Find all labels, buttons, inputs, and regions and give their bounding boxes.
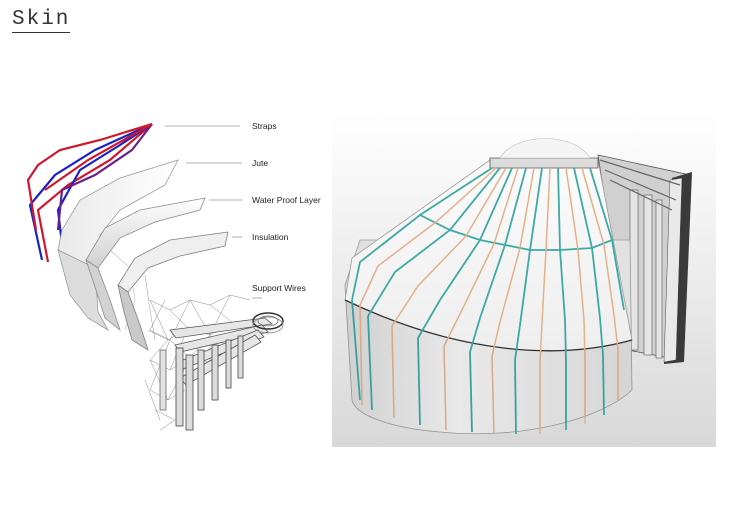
page-title: Skin — [12, 8, 71, 33]
insulation-layer — [117, 231, 229, 351]
peach-straps — [359, 167, 619, 435]
yurt-crown — [489, 138, 599, 169]
label-jute: Jute — [252, 158, 269, 168]
label-insulation: Insulation — [252, 232, 289, 242]
teal-straps — [351, 167, 625, 435]
label-straps: Straps — [252, 121, 277, 131]
rendered-yurt-view — [332, 112, 716, 447]
exploded-layers-diagram — [26, 122, 284, 431]
label-support-wires: Support Wires — [252, 283, 306, 293]
frame-structure — [159, 312, 284, 431]
leader-lines — [165, 125, 262, 299]
cutaway-section — [597, 154, 692, 364]
label-water-proof-layer: Water Proof Layer — [252, 195, 321, 205]
straps-layer — [26, 122, 153, 271]
